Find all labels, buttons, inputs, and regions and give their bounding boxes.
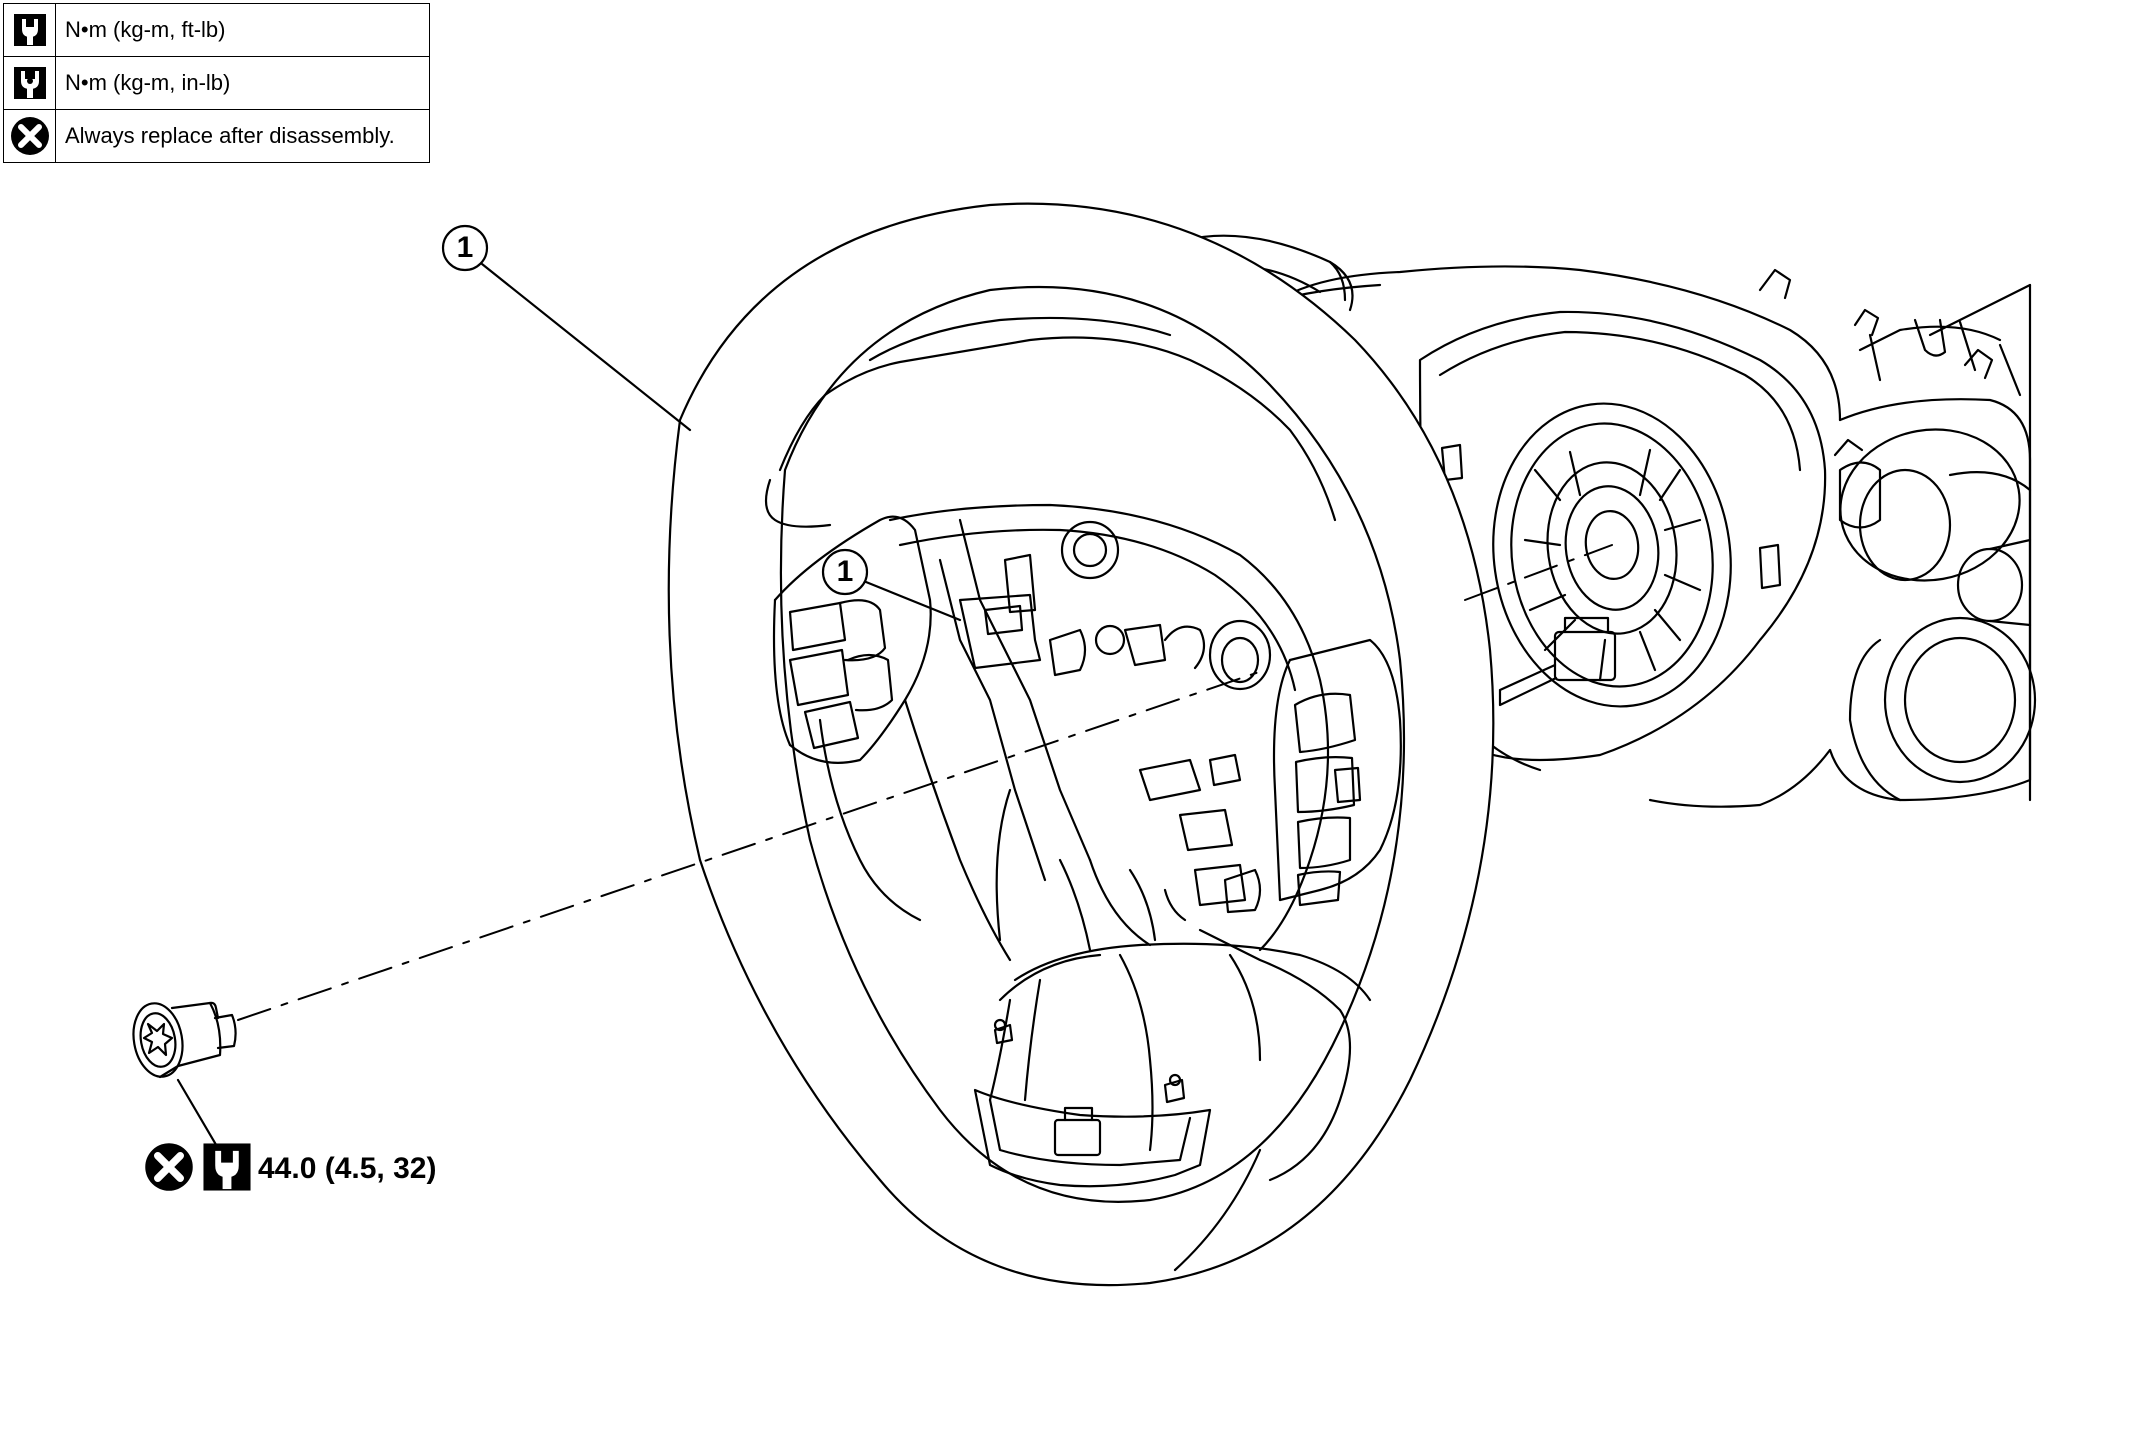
callout-number-bracket: 1	[836, 555, 854, 588]
replace-x-icon	[144, 1142, 194, 1197]
replace-x-icon	[3, 109, 56, 163]
callout-number-steering-wheel: 1	[456, 231, 474, 264]
callout-bracket	[821, 548, 869, 596]
torque-wrench-icon	[3, 3, 56, 57]
legend-text-replace: Always replace after disassembly.	[55, 109, 430, 163]
legend-table: N•m (kg-m, ft-lb) N•m (kg-m, in-lb) Alwa…	[3, 3, 430, 163]
legend-text-in-lb: N•m (kg-m, in-lb)	[55, 56, 430, 110]
torque-wrench-icon	[202, 1142, 252, 1197]
column-axis-centerline	[1464, 544, 1613, 601]
steering-wheel	[667, 202, 1495, 1287]
torque-value: 44.0 (4.5, 32)	[258, 1152, 437, 1185]
callout-steering-wheel	[441, 224, 489, 272]
bolt-torque-spec: 44.0 (4.5, 32)	[144, 1142, 437, 1197]
bolt-axis-centerline	[237, 669, 1266, 1021]
leader-line-wheel	[480, 262, 692, 432]
leader-line-bracket	[864, 580, 962, 622]
legend-row-in-lb: N•m (kg-m, in-lb)	[3, 56, 430, 110]
steering-wheel-bolt	[132, 1001, 237, 1079]
legend-row-replace: Always replace after disassembly.	[3, 109, 430, 163]
